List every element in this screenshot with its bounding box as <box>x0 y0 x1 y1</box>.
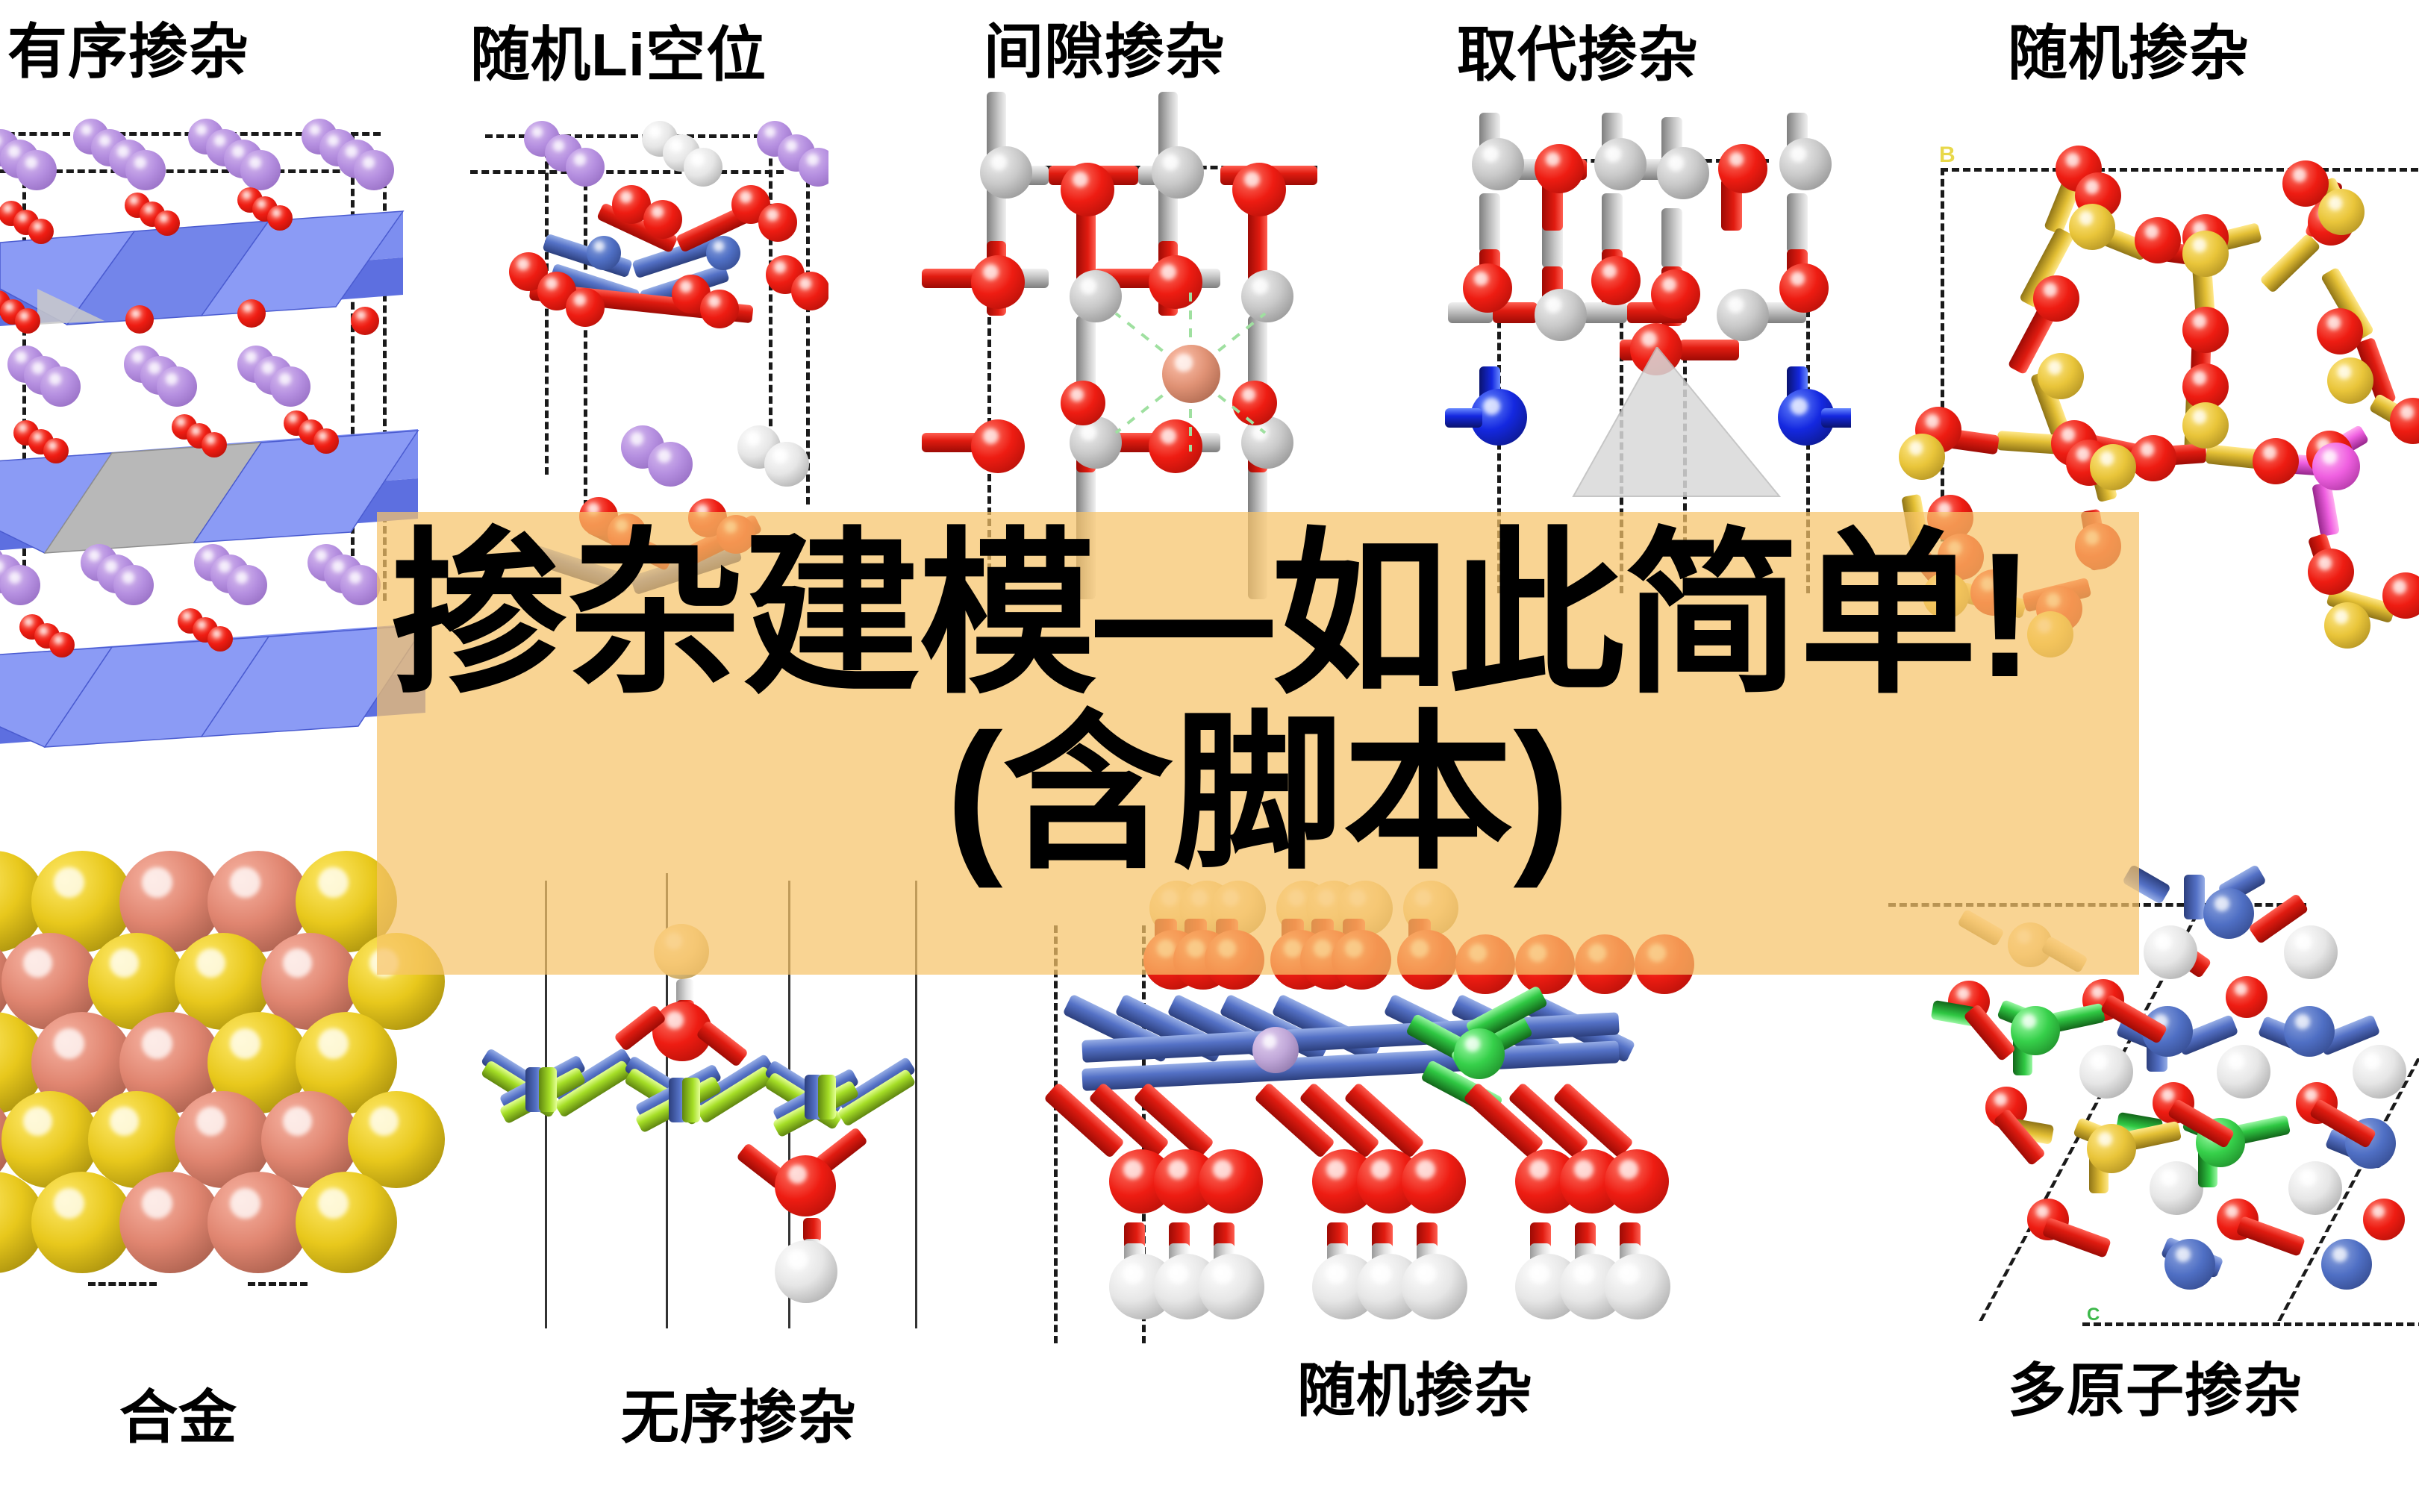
silicon-atom <box>2182 231 2229 277</box>
title-line-1: 掺杂建模—如此简单! <box>390 516 2035 714</box>
structure-interstitial-doping <box>907 82 1325 836</box>
panel-label-interstitial-doping: 间隙掺杂 <box>984 19 1226 85</box>
silicon-atom <box>980 146 1032 199</box>
octahedra-slab-2 <box>0 414 425 563</box>
hydrogen-atom <box>775 1240 837 1303</box>
panel-label-alloy: 合金 <box>119 1384 238 1450</box>
hydrogen-atom <box>2353 1045 2406 1099</box>
silicon-atom <box>1241 416 1293 469</box>
hydrogen-atom <box>1605 1254 1670 1319</box>
oxygen-atom <box>971 255 1025 309</box>
hydrogen-atom <box>2079 1045 2133 1099</box>
hydrogen-atom <box>2150 1161 2203 1215</box>
axis-label-b: B <box>1939 143 1956 167</box>
oxygen-atom <box>971 419 1025 473</box>
panel-label-substitutional-doping: 取代掺杂 <box>1457 22 1699 88</box>
alloy-atom-b <box>119 1172 221 1273</box>
hydrogen-atom <box>2288 1161 2342 1215</box>
oxygen-atom <box>1232 163 1286 216</box>
interstitial-dopant-atom <box>1162 345 1220 403</box>
panel-label-random-li-vacancy: 随机Li空位 <box>470 22 767 88</box>
metal-atom <box>2203 888 2254 939</box>
axis-label-c: C <box>2087 1305 2100 1325</box>
oxygen-atom <box>1232 381 1277 425</box>
structure-disordered-doping <box>463 858 985 1381</box>
octahedra-slab-1 <box>0 198 411 332</box>
hydrogen-atom <box>2217 1045 2270 1099</box>
interstitial-coordination-dashes <box>1114 291 1267 452</box>
silicon-atom <box>1241 270 1293 322</box>
oxygen-atom <box>1061 381 1105 425</box>
metal-atom <box>2321 1239 2372 1290</box>
panel-label-multi-atom-doping: 多原子掺杂 <box>2008 1358 2303 1423</box>
silicon-atom <box>1070 270 1122 322</box>
silicon-atom <box>2182 402 2229 449</box>
metal-atom <box>2164 1239 2215 1290</box>
panel-label-random-doping-top: 随机掺杂 <box>2008 20 2250 87</box>
silicon-atom <box>2318 189 2365 235</box>
hydrogen-atom <box>1402 1254 1467 1319</box>
alloy-atom-b <box>207 1172 309 1273</box>
structure-substitutional-doping <box>1433 86 1851 840</box>
oxygen-atom <box>1149 255 1202 309</box>
silicon-atom <box>2038 353 2084 399</box>
oxygen-atom <box>1061 163 1114 216</box>
silicon-atom <box>2324 602 2370 649</box>
hydrogen-atom <box>2284 925 2338 979</box>
alloy-atom-a <box>31 1172 133 1273</box>
hydrogen-atom <box>2144 925 2197 979</box>
silicon-atom <box>1152 146 1204 199</box>
panel-label-ordered-doping: 有序掺杂 <box>7 19 249 85</box>
substitution-polyhedron <box>1569 347 1793 511</box>
structure-random-li-vacancy <box>440 90 828 836</box>
panel-label-disordered-doping: 无序掺杂 <box>621 1384 858 1450</box>
title-line-2: (含脚本) <box>946 699 1570 890</box>
silicon-atom <box>1899 434 1945 480</box>
silicon-atom <box>2090 444 2136 490</box>
green-dopant-atom <box>2011 1006 2060 1055</box>
alloy-atom-a <box>348 1091 445 1188</box>
octahedra-slab-3 <box>0 608 425 757</box>
silicon-atom <box>1070 416 1122 469</box>
structure-ordered-doping <box>0 86 425 840</box>
vacancy-sphere <box>764 442 809 487</box>
silicon-atom <box>2327 357 2373 404</box>
vacancy-sphere <box>684 148 722 187</box>
alloy-atom-a <box>296 1172 397 1273</box>
silicon-atom <box>2069 204 2115 250</box>
hydrogen-atom <box>1199 1254 1264 1319</box>
oxygen-atom <box>1149 419 1202 473</box>
title-banner: 掺杂建模—如此简单! (含脚本) <box>377 512 2139 975</box>
pink-dopant-atom <box>2312 443 2360 490</box>
metal-atom <box>2284 1006 2335 1057</box>
yellow-dopant-atom <box>2087 1124 2136 1173</box>
green-dopant-atom <box>1454 1028 1505 1079</box>
lilac-dopant-atom <box>1252 1027 1299 1073</box>
panel-label-random-doping-bottom: 随机掺杂 <box>1297 1358 1534 1423</box>
